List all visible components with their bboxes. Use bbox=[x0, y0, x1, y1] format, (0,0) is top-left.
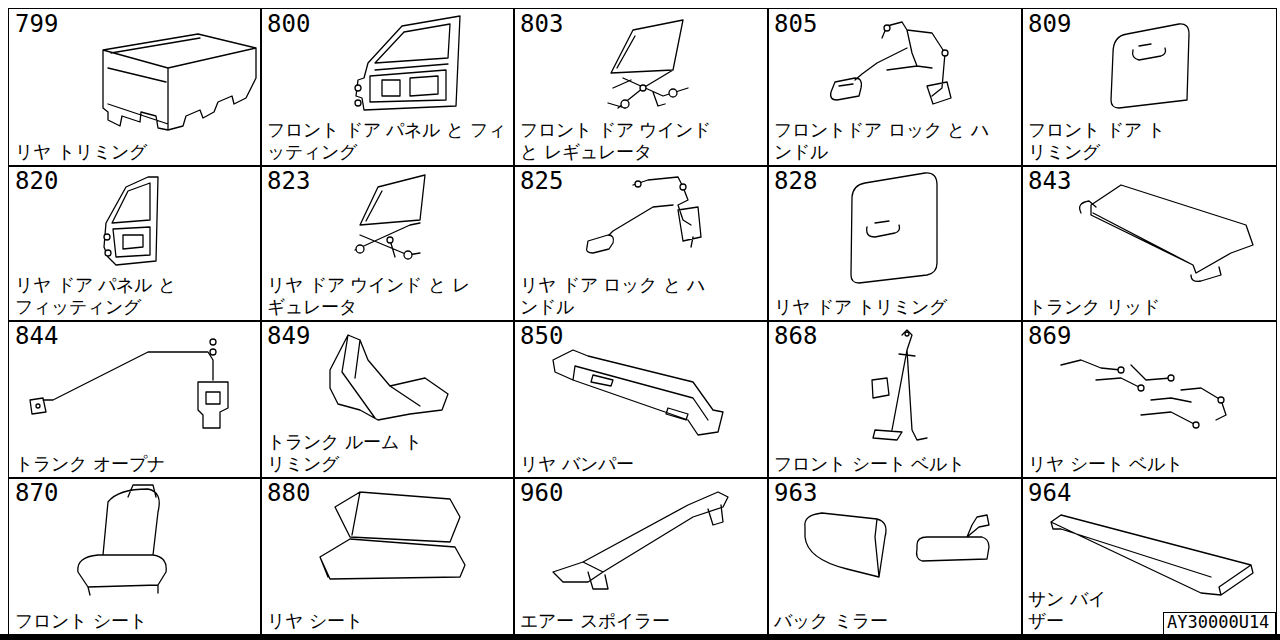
part-cell: 800 フロント ドア パネル と フィッティング bbox=[260, 8, 515, 167]
callout-number: 820 bbox=[15, 167, 58, 195]
part-name: フロント ドア トリミング bbox=[1028, 119, 1178, 163]
part-cell: 960 エアー スポイラー bbox=[513, 477, 769, 636]
callout-number: 868 bbox=[774, 322, 817, 350]
part-name: トランク リッド bbox=[1028, 296, 1268, 318]
part-cell: 964 サン バイザー AY30000U14 bbox=[1021, 477, 1277, 636]
part-cell: 799 リヤ トリミング bbox=[8, 8, 262, 167]
part-cell: 843 トランク リッド bbox=[1021, 165, 1277, 322]
part-name: フロント シート ベルト bbox=[774, 453, 1014, 475]
callout-number: 805 bbox=[774, 10, 817, 38]
rear-door-panel-drawing bbox=[104, 177, 158, 265]
drawing-code: AY30000U14 bbox=[1164, 613, 1272, 632]
part-cell: 880 リヤ シート bbox=[260, 477, 515, 636]
part-name: トランク ルーム トリミング bbox=[267, 431, 437, 475]
part-cell: 963 バック ミラー bbox=[767, 477, 1023, 636]
part-name: リヤ ドア ロック と ハンドル bbox=[520, 274, 720, 318]
callout-number: 823 bbox=[267, 167, 310, 195]
rear-lock-drawing bbox=[587, 177, 701, 253]
part-name: フロントドア ロック と ハンドル bbox=[774, 119, 999, 163]
part-cell: 825 リヤ ドア ロック と ハンドル bbox=[513, 165, 769, 322]
callout-number: 800 bbox=[267, 10, 310, 38]
callout-number: 844 bbox=[15, 322, 58, 350]
part-cell: 849 トランク ルーム トリミング bbox=[260, 320, 515, 479]
part-name: リヤ ドア パネル と フィッティング bbox=[15, 274, 195, 318]
trunk-lid-drawing bbox=[1080, 185, 1253, 281]
part-cell: 805 フロントドア ロック と ハンドル bbox=[767, 8, 1023, 167]
part-cell: 823 リヤ ドア ウインド と レギュレータ bbox=[260, 165, 515, 322]
part-name: リヤ バンパー bbox=[520, 453, 760, 475]
mirror-drawing bbox=[805, 513, 989, 577]
part-name: リヤ シート bbox=[267, 610, 507, 632]
part-cell: 828 リヤ ドア トリミング bbox=[767, 165, 1023, 322]
callout-number: 964 bbox=[1028, 479, 1071, 507]
callout-number: 849 bbox=[267, 322, 310, 350]
callout-number: 850 bbox=[520, 322, 563, 350]
part-name: フロント シート bbox=[15, 610, 255, 632]
front-belt-drawing bbox=[872, 330, 927, 440]
rear-bumper-drawing bbox=[553, 350, 723, 435]
trunk-room-trim-drawing bbox=[330, 335, 448, 420]
part-cell: 844 トランク オープナ bbox=[8, 320, 262, 479]
callout-number: 960 bbox=[520, 479, 563, 507]
callout-number: 799 bbox=[15, 10, 58, 38]
part-name: リヤ ドア トリミング bbox=[774, 296, 1014, 318]
drawing-code-box: AY30000U14 bbox=[1163, 612, 1276, 635]
part-name: リヤ トリミング bbox=[15, 141, 255, 163]
part-cell: 869 リヤ シート ベルト bbox=[1021, 320, 1277, 479]
callout-number: 880 bbox=[267, 479, 310, 507]
part-name: エアー スポイラー bbox=[520, 610, 760, 632]
front-door-panel-drawing bbox=[355, 16, 460, 110]
part-name: バック ミラー bbox=[774, 610, 1014, 632]
part-cell: 868 フロント シート ベルト bbox=[767, 320, 1023, 479]
front-trim-drawing bbox=[1111, 24, 1189, 108]
part-name: トランク オープナ bbox=[15, 453, 255, 475]
callout-number: 828 bbox=[774, 167, 817, 195]
part-cell: 803 フロント ドア ウインド と レギュレータ bbox=[513, 8, 769, 167]
part-cell: 820 リヤ ドア パネル と フィッティング bbox=[8, 165, 262, 322]
callout-number: 963 bbox=[774, 479, 817, 507]
callout-number: 869 bbox=[1028, 322, 1071, 350]
part-cell: 809 フロント ドア トリミング bbox=[1021, 8, 1277, 167]
callout-number: 825 bbox=[520, 167, 563, 195]
part-name: フロント ドア パネル と フィッティング bbox=[267, 119, 507, 163]
part-name: フロント ドア ウインド と レギュレータ bbox=[520, 119, 725, 163]
callout-number: 809 bbox=[1028, 10, 1071, 38]
part-name: リヤ シート ベルト bbox=[1028, 453, 1268, 475]
rear-seat-drawing bbox=[320, 492, 465, 579]
trunk-opener-drawing bbox=[30, 339, 228, 428]
callout-number: 870 bbox=[15, 479, 58, 507]
rear-window-drawing bbox=[355, 175, 425, 259]
rear-trim-drawing bbox=[851, 173, 937, 283]
part-cell: 850 リヤ バンパー bbox=[513, 320, 769, 479]
callout-number: 843 bbox=[1028, 167, 1071, 195]
rear-trim-drawing bbox=[103, 34, 256, 130]
part-name: サン バイザー bbox=[1028, 588, 1118, 632]
part-cell: 870 フロント シート bbox=[8, 477, 262, 636]
spoiler-drawing bbox=[553, 492, 728, 589]
front-lock-drawing bbox=[831, 22, 951, 104]
callout-number: 803 bbox=[520, 10, 563, 38]
front-window-drawing bbox=[608, 20, 688, 108]
part-name: リヤ ドア ウインド と レギュレータ bbox=[267, 274, 472, 318]
rear-belt-drawing bbox=[1061, 360, 1226, 428]
front-seat-drawing bbox=[78, 485, 166, 595]
sun-visor-drawing bbox=[1051, 515, 1253, 595]
